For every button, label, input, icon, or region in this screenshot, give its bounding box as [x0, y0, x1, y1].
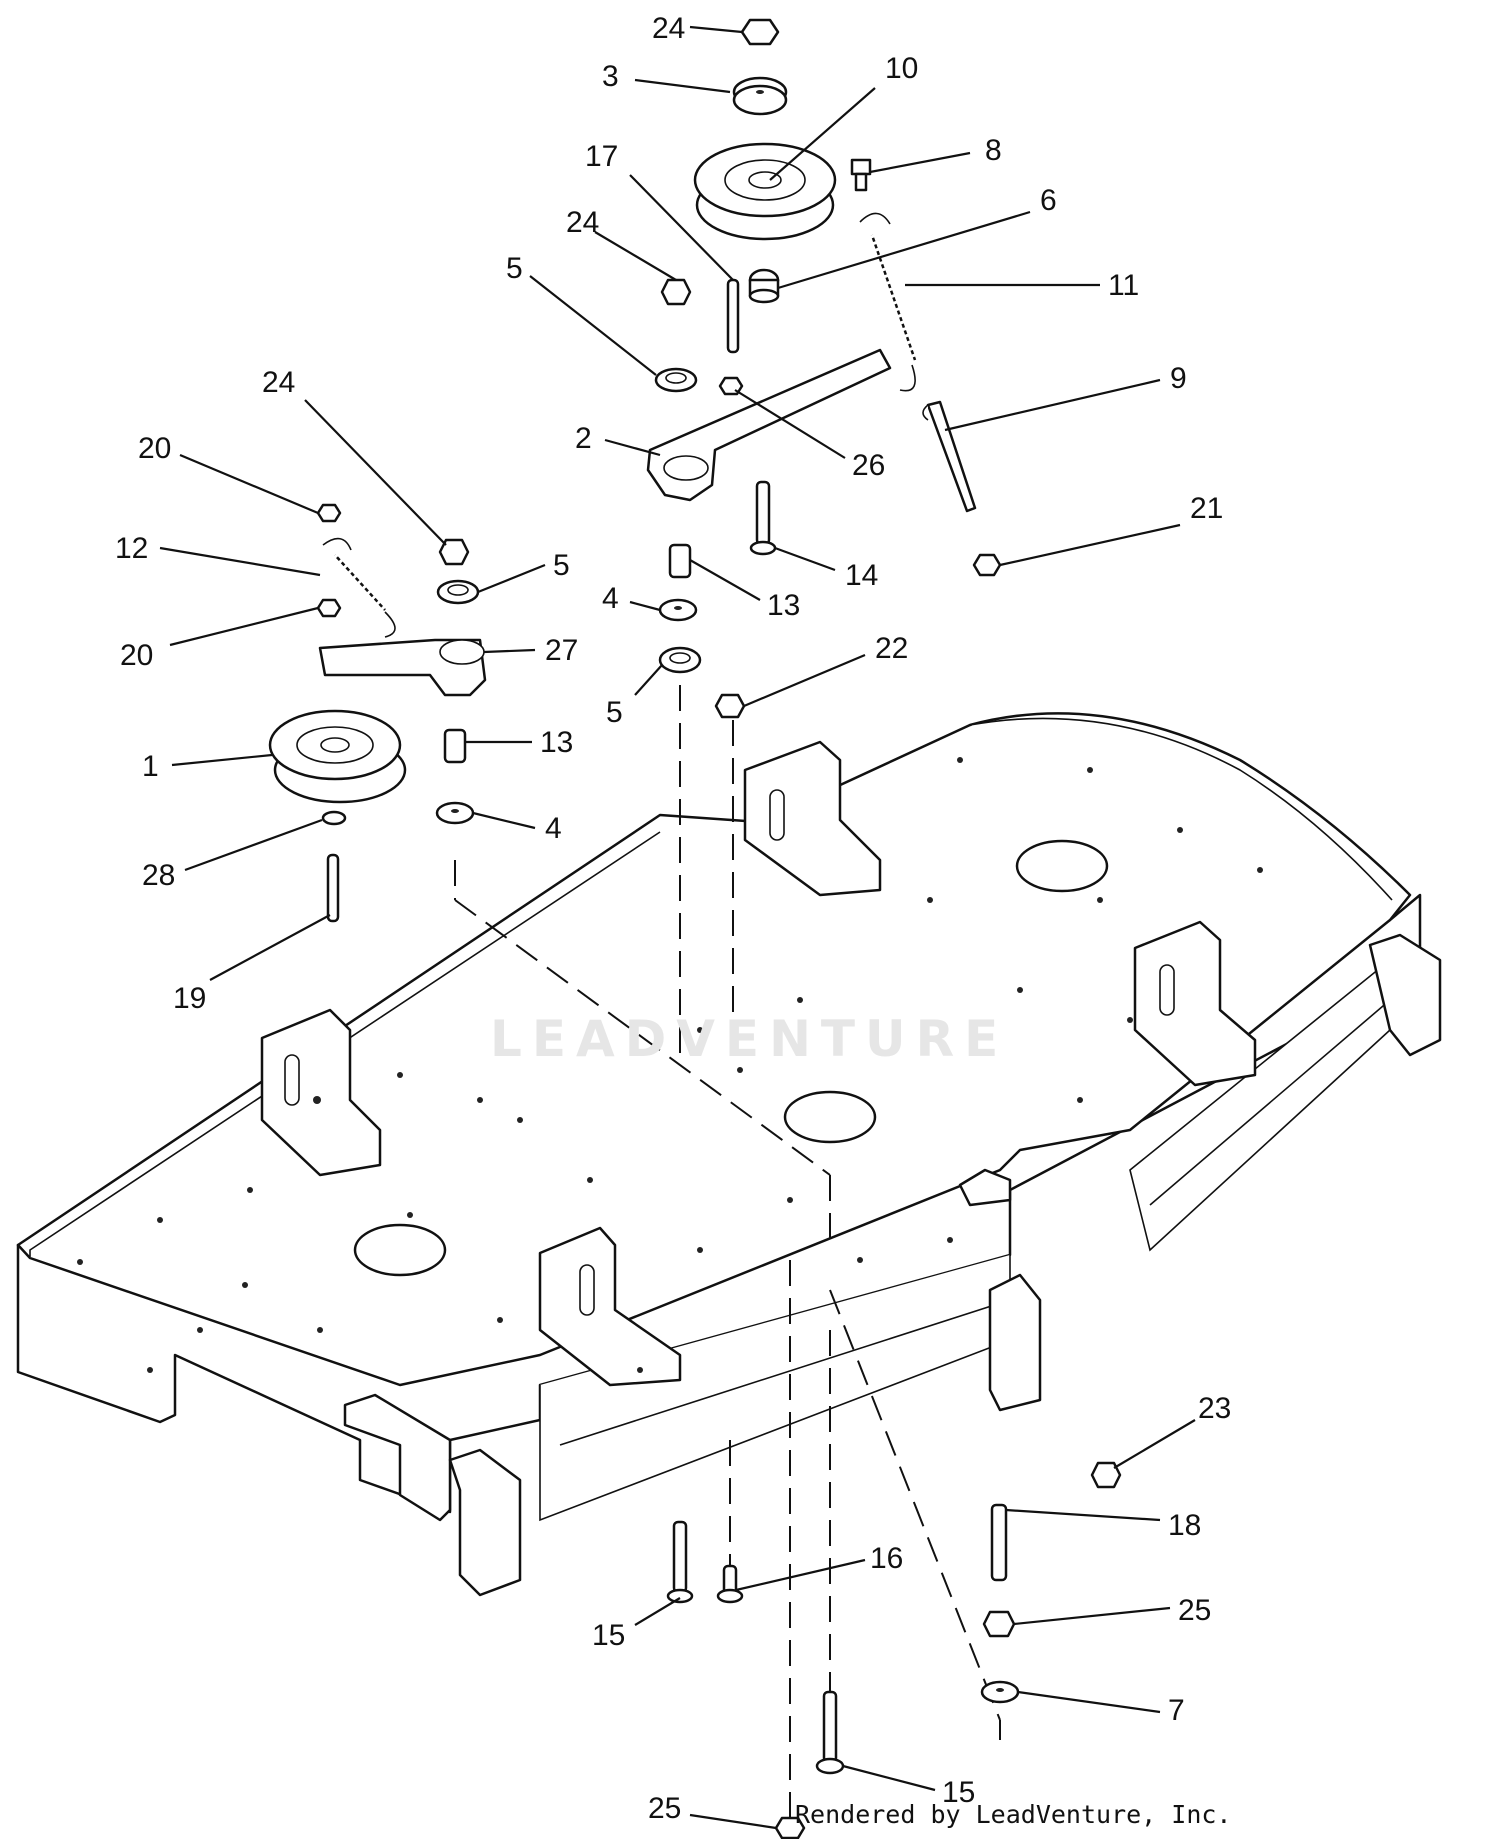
flange-nut-24-mid — [660, 278, 692, 306]
front-lift-arm-right — [988, 933, 1442, 1412]
render-credit: Rendered by LeadVenture, Inc. — [795, 1800, 1232, 1829]
spring-11 — [859, 212, 920, 392]
carriage-bolt-16 — [716, 1564, 744, 1604]
washer-7 — [980, 1680, 1020, 1704]
callout-23: 23 — [1198, 1392, 1231, 1425]
callout-15a: 15 — [592, 1619, 625, 1652]
front-lift-arm-left — [343, 1393, 522, 1597]
bushing-13-right — [668, 543, 692, 579]
callout-13b: 13 — [540, 726, 573, 759]
nut-21 — [972, 553, 1002, 577]
idler-arm-27 — [318, 638, 487, 697]
callout-27: 27 — [545, 634, 578, 667]
callout-10: 10 — [885, 52, 918, 85]
flange-nut-24-left — [438, 538, 470, 566]
flange-nut-22 — [714, 693, 746, 719]
callout-5a: 5 — [506, 252, 523, 285]
callout-6: 6 — [1040, 184, 1057, 217]
callout-4b: 4 — [545, 812, 562, 845]
watermark: LEADVENTURE — [490, 1010, 1009, 1068]
callout-5c: 5 — [606, 696, 623, 729]
hanger-bracket-front — [538, 1226, 682, 1387]
callout-17: 17 — [585, 140, 618, 173]
callout-25b: 25 — [648, 1792, 681, 1825]
washer-4-left — [435, 801, 475, 825]
callout-3: 3 — [602, 60, 619, 93]
spindle-opening-center — [783, 1090, 877, 1144]
hanger-bracket-rear-center — [743, 740, 882, 897]
pin-17 — [726, 278, 740, 354]
washer-4-right — [658, 598, 698, 622]
callout-13a: 13 — [767, 589, 800, 622]
bearing-5-lower — [658, 646, 702, 674]
callout-25a: 25 — [1178, 1594, 1211, 1627]
callout-7: 7 — [1168, 1694, 1185, 1727]
spindle-opening-left — [353, 1223, 447, 1277]
bolt-8 — [850, 158, 872, 192]
callout-15b: 15 — [942, 1776, 975, 1809]
deck-holes — [77, 757, 1263, 1373]
deck-gauge-tab — [958, 1168, 1012, 1207]
callout-4a: 4 — [602, 582, 619, 615]
callout-28: 28 — [142, 859, 175, 892]
callout-11: 11 — [1108, 269, 1139, 302]
callout-24c: 24 — [262, 366, 295, 399]
idler-arm-2 — [646, 348, 892, 502]
bolt-19 — [326, 853, 340, 923]
callout-22: 22 — [875, 632, 908, 665]
pulley-1 — [268, 709, 407, 804]
callouts: 24 3 10 17 8 24 6 11 5 24 9 20 2 26 21 1… — [115, 12, 1231, 1830]
carriage-bolt-15-left — [666, 1520, 694, 1604]
spindle-opening-right — [1015, 839, 1109, 893]
carriage-bolt-14 — [749, 480, 777, 556]
carriage-bolt-15-right — [815, 1690, 845, 1775]
bushing-13-left — [443, 728, 467, 764]
callout-5b: 5 — [553, 549, 570, 582]
nut-20-upper — [316, 503, 342, 523]
flange-nut-24-top — [740, 18, 780, 46]
bolt-18 — [990, 1503, 1008, 1582]
nut-23 — [1090, 1461, 1122, 1489]
spacer-6 — [748, 268, 780, 304]
idler-pulley-10 — [693, 142, 837, 241]
callout-20a: 20 — [138, 432, 171, 465]
bearing-5-upper — [654, 367, 698, 393]
hanger-bracket-rear-left — [260, 1008, 382, 1177]
callout-19: 19 — [173, 982, 206, 1015]
callout-16: 16 — [870, 1542, 903, 1575]
rod-9 — [922, 400, 977, 513]
nut-20-lower — [316, 598, 342, 618]
washer-28 — [321, 810, 347, 826]
callout-14: 14 — [845, 559, 878, 592]
callout-20b: 20 — [120, 639, 153, 672]
callout-21: 21 — [1190, 492, 1223, 525]
flange-nut-25-right — [982, 1610, 1016, 1638]
callout-2: 2 — [575, 422, 592, 455]
callout-26: 26 — [852, 449, 885, 482]
callout-8: 8 — [985, 134, 1002, 167]
washer-3 — [732, 76, 788, 116]
alignment-lines — [454, 685, 1001, 1820]
bearing-5-left — [436, 579, 480, 605]
hanger-bracket-right — [1133, 920, 1257, 1087]
spring-12 — [322, 537, 396, 638]
callout-24b: 24 — [566, 206, 599, 239]
callout-24a: 24 — [652, 12, 685, 45]
callout-1: 1 — [142, 750, 159, 783]
callout-18: 18 — [1168, 1509, 1201, 1542]
callout-9: 9 — [1170, 362, 1187, 395]
callout-12: 12 — [115, 532, 148, 565]
